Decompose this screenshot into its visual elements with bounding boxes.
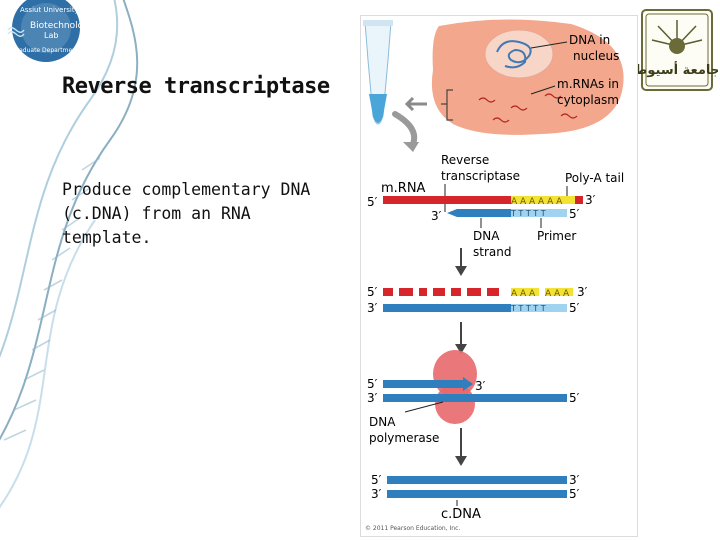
poly-t-step2: T T T T T: [510, 304, 546, 313]
label-reverse-2: transcriptase: [441, 169, 520, 183]
slide-description: Produce complementary DNA (c.DNA) from a…: [62, 178, 342, 250]
label-3-prime-step3: 3′: [367, 391, 378, 405]
label-3-prime-step2: 3′: [367, 301, 378, 315]
label-5-prime-step2: 5′: [367, 285, 378, 299]
label-3-prime-step4: 3′: [371, 487, 382, 501]
cdna-strand-top: [387, 476, 567, 484]
arrow-head-icon: [403, 142, 419, 152]
label-dna-strand-2: strand: [473, 245, 511, 259]
label-3-prime-step2-right: 3′: [577, 285, 588, 299]
label-poly-a-tail: Poly-A tail: [565, 171, 624, 185]
label-5-prime-step3-right: 5′: [569, 391, 580, 405]
new-strand-step3: [383, 380, 463, 388]
label-5-prime-step4-right: 5′: [569, 487, 580, 501]
label-5-prime-step4: 5′: [371, 473, 382, 487]
poly-t-sequence: T T T T T: [510, 209, 546, 218]
label-mrna: m.RNA: [381, 181, 426, 196]
test-tube-icon: [363, 20, 393, 124]
arrow-tip-icon: [447, 209, 457, 217]
label-3-prime-step3-mid: 3′: [475, 379, 486, 393]
label-5-prime-mid: 5′: [569, 207, 580, 221]
label-3-prime-top: 3′: [585, 193, 596, 207]
logo-left-line-1: Assiut University: [20, 6, 79, 14]
label-mrnas-1: m.RNAs in: [557, 77, 619, 91]
logo-right-text: جامعة أسيوط: [636, 61, 718, 78]
label-3-prime-mid: 3′: [431, 209, 442, 223]
cdna-synthesis-figure: DNA in nucleus m.RNAs in cytoplasm Rever…: [360, 15, 638, 537]
logo-left-line-3: Lab: [44, 31, 58, 40]
curved-arrow-icon: [395, 114, 414, 144]
label-dna-polymerase-2: polymerase: [369, 431, 439, 445]
label-reverse-1: Reverse: [441, 153, 489, 167]
label-dna-polymerase-1: DNA: [369, 415, 396, 429]
down-arrow-icon: [455, 248, 467, 276]
down-arrow-icon: [455, 322, 467, 354]
label-dna-strand-1: DNA: [473, 229, 500, 243]
poly-a-fragment-1-text: A A A: [511, 289, 536, 299]
down-arrow-icon: [455, 428, 467, 466]
cdna-strand-step2: [383, 304, 511, 312]
copyright-text: © 2011 Pearson Education, Inc.: [365, 525, 460, 532]
assiut-university-logo: جامعة أسيوط: [636, 6, 718, 94]
label-3-prime-step4-right: 3′: [569, 473, 580, 487]
slide-title: Reverse transcriptase: [62, 74, 330, 99]
label-5-prime-top: 5′: [367, 195, 378, 209]
template-strand-step3: [383, 394, 567, 402]
label-cdna: c.DNA: [441, 507, 481, 522]
open-arrow-icon: [407, 98, 427, 110]
label-primer: Primer: [537, 229, 576, 243]
logo-left-line-2: Biotechnology: [30, 21, 92, 31]
biotechnology-lab-logo: Assiut University Biotechnology Lab Grad…: [0, 0, 92, 62]
label-5-prime-step2-right: 5′: [569, 301, 580, 315]
label-mrnas-2: cytoplasm: [557, 93, 619, 107]
label-dna-in-nucleus-2: nucleus: [573, 49, 619, 63]
nucleus-shape: [485, 30, 553, 78]
logo-left-line-4: Graduate Department: [12, 47, 79, 54]
degraded-mrna-strand: [383, 288, 499, 296]
label-5-prime-step3: 5′: [367, 377, 378, 391]
dna-strand-bar: [457, 209, 511, 217]
poly-a-fragment-2-text: A A A: [545, 289, 570, 299]
poly-a-sequence: A A A A A A: [511, 197, 563, 207]
cdna-strand-bottom: [387, 490, 567, 498]
label-dna-in-nucleus-1: DNA in: [569, 33, 610, 47]
